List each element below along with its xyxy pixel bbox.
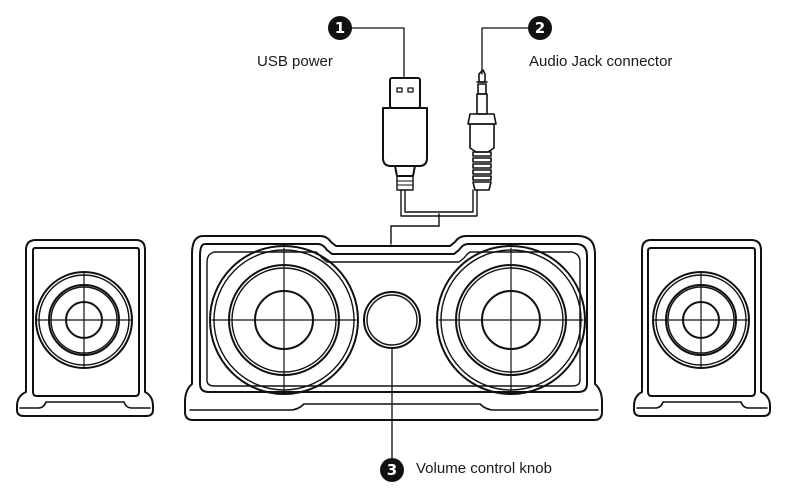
audio-jack-plug (467, 69, 497, 191)
callout-badge-1: 1 (328, 16, 352, 40)
callout-label-audio-jack: Audio Jack connector (529, 53, 673, 70)
cables (390, 189, 478, 245)
usb-plug (382, 77, 428, 191)
callout-leader-lines (351, 27, 529, 459)
volume-control-knob (363, 291, 421, 349)
left-satellite-speaker (16, 239, 154, 417)
center-speaker-unit (184, 235, 603, 421)
callout-label-volume-knob: Volume control knob (416, 460, 552, 477)
callout-badge-2: 2 (528, 16, 552, 40)
callout-badge-3: 3 (380, 458, 404, 482)
right-satellite-speaker (633, 239, 771, 417)
callout-label-usb-power: USB power (257, 53, 333, 70)
